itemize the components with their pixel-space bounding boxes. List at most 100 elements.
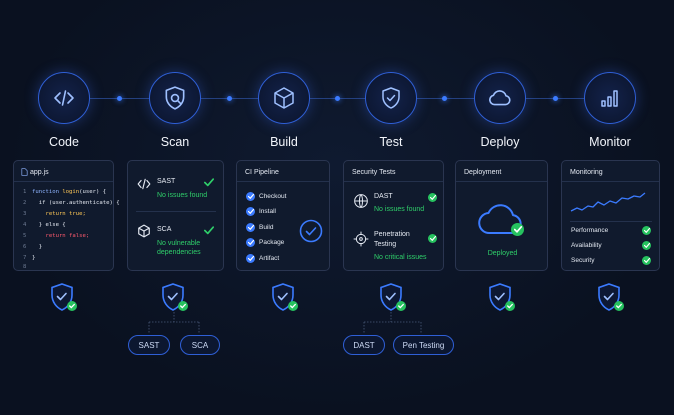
code-line: } (32, 255, 36, 261)
sca-status-line2: dependencies (157, 249, 201, 256)
shield-check-icon (51, 283, 77, 311)
code-line: function login(user) { (32, 189, 107, 195)
shield-check-icon (272, 283, 298, 311)
stage-label-deploy: Deploy (480, 135, 520, 149)
stage-scan-circle[interactable] (149, 72, 201, 124)
pill-sca[interactable]: SCA (180, 335, 220, 355)
security-shield-build (270, 282, 300, 314)
build-success-check-icon (299, 219, 323, 243)
deploy-check-icon (511, 223, 524, 236)
security-shield-deploy (487, 282, 517, 314)
check-icon (428, 193, 437, 202)
line-number: 5 (23, 233, 27, 239)
scan-pill-connector (148, 312, 200, 334)
pipeline-step-check-icon (246, 238, 255, 247)
file-icon (21, 168, 28, 176)
test-card: Security Tests DAST No issues found Pene… (343, 160, 444, 271)
build-divider (237, 181, 329, 182)
pill-pen-testing[interactable]: Pen Testing (393, 335, 454, 355)
crosshair-icon (353, 231, 369, 247)
shield-check-icon (489, 283, 515, 311)
check-icon (428, 234, 437, 243)
stage-code-circle[interactable] (38, 72, 90, 124)
scan-shield-icon (165, 86, 185, 110)
line-number: 6 (23, 244, 27, 250)
dast-label: DAST (374, 193, 393, 200)
stage-monitor-circle[interactable] (584, 72, 636, 124)
stage-deploy-circle[interactable] (474, 72, 526, 124)
scan-card: SAST No issues found SCA No vulnerable d… (127, 160, 224, 271)
timeline-line (90, 98, 590, 99)
test-pill-connector (363, 312, 422, 334)
stage-label-monitor: Monitor (589, 135, 631, 149)
code-line: return false; (32, 233, 90, 239)
pill-sast[interactable]: SAST (128, 335, 170, 355)
line-number: 4 (23, 222, 27, 228)
cube-icon (138, 224, 150, 238)
cloud-icon (489, 90, 511, 106)
security-shield-code (49, 282, 79, 314)
bar-chart-icon (601, 90, 618, 107)
security-shield-test (378, 282, 408, 314)
check-icon (642, 256, 651, 265)
stage-label-test: Test (379, 135, 403, 149)
pipeline-step-check-icon (246, 207, 255, 216)
code-line: } (32, 244, 43, 250)
metric-label: Performance (571, 227, 609, 234)
code-icon (54, 90, 74, 106)
line-number: 7 (23, 255, 27, 261)
check-icon (642, 226, 651, 235)
pipeline-step: Checkout (259, 193, 287, 200)
timeline-dot (335, 96, 340, 101)
shield-check-icon (380, 283, 406, 311)
pipeline-step-check-icon (246, 223, 255, 232)
code-divider (14, 181, 113, 182)
security-shield-monitor (596, 282, 626, 314)
monitor-divider (570, 221, 652, 222)
security-shield-scan (160, 282, 190, 314)
scan-divider (136, 211, 216, 212)
timeline-dot (117, 96, 122, 101)
monitor-card-title: Monitoring (570, 169, 603, 176)
pill-dast[interactable]: DAST (343, 335, 385, 355)
stage-label-build: Build (270, 135, 298, 149)
code-filename: app.js (30, 169, 49, 176)
deploy-card-title: Deployment (464, 169, 502, 176)
sast-status: No issues found (157, 192, 208, 199)
test-divider (344, 181, 443, 182)
code-line: if (user.authenticate) { (32, 200, 120, 206)
code-line: return true; (32, 211, 86, 217)
deploy-status: Deployed (487, 250, 518, 257)
line-number: 3 (23, 211, 27, 217)
line-number: 8 (23, 264, 27, 270)
code-icon (137, 178, 151, 190)
check-icon (204, 178, 214, 187)
shield-check-icon (598, 283, 624, 311)
pen-label-line1: Penetration (374, 231, 410, 238)
dast-status: No issues found (374, 206, 425, 213)
sca-label: SCA (157, 226, 172, 233)
stage-test-circle[interactable] (365, 72, 417, 124)
pipeline-step: Install (259, 208, 276, 215)
pen-label-line2: Testing (374, 241, 397, 248)
check-icon (204, 226, 214, 235)
metric-label: Availability (571, 242, 602, 249)
deploy-card: Deployment Deployed (455, 160, 548, 271)
timeline-dot (553, 96, 558, 101)
pen-status: No critical issues (374, 254, 427, 261)
timeline-dot (442, 96, 447, 101)
sca-status-line1: No vulnerable (157, 240, 201, 247)
shield-check-icon (382, 87, 400, 109)
code-line: } else { (32, 222, 66, 228)
code-card: app.js 1 function login(user) { 2 if (us… (13, 160, 120, 271)
monitor-card: Monitoring Performance Availability Secu… (561, 160, 660, 271)
build-card-title: CI Pipeline (245, 169, 279, 176)
build-card: CI Pipeline Checkout Install Build Packa… (236, 160, 330, 271)
stage-label-scan: Scan (160, 135, 190, 149)
pipeline-step: Build (259, 224, 274, 231)
globe-icon (354, 194, 368, 208)
monitor-divider (562, 181, 659, 182)
line-chart-icon (570, 192, 646, 212)
deploy-divider (456, 181, 547, 182)
stage-build-circle[interactable] (258, 72, 310, 124)
